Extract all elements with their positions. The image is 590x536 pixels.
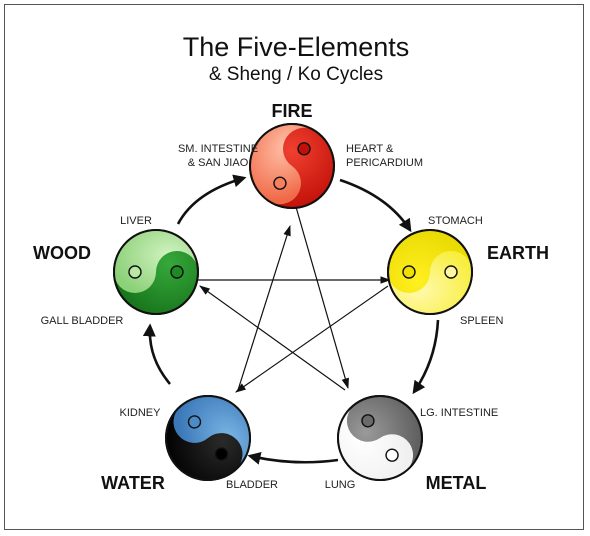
ko-line-metal-to-wood xyxy=(199,285,346,391)
element-name-fire: FIRE xyxy=(271,101,312,121)
arrow-earth-to-metal xyxy=(412,319,440,395)
organ-label-spleen: SPLEEN xyxy=(460,315,503,327)
fire-yin-yang-icon xyxy=(249,123,335,209)
organ-label-liver: LIVER xyxy=(120,215,152,227)
water-yin-yang-icon xyxy=(165,395,251,481)
organ-label-sm-intestine: SM. INTESTINE xyxy=(178,143,258,155)
organ-label-gall-bladder: GALL BLADDER xyxy=(41,315,124,327)
organ-label-lg-intestine: LG. INTESTINE xyxy=(420,407,498,419)
organ-label-lung: LUNG xyxy=(325,479,356,491)
arrow-fire-to-earth xyxy=(339,178,412,233)
arrow-water-to-wood xyxy=(142,323,171,385)
ko-line-water-to-fire xyxy=(237,224,291,391)
organ-label-bladder: BLADDER xyxy=(226,479,278,491)
wood-yin-yang-icon xyxy=(113,229,199,315)
organ-label-san-jiao: & SAN JIAO xyxy=(188,157,249,169)
ko-line-earth-to-water xyxy=(235,285,389,393)
element-name-metal: METAL xyxy=(426,473,487,493)
element-name-earth: EARTH xyxy=(487,243,549,263)
metal-yin-yang-icon xyxy=(337,395,423,481)
element-name-wood: WOOD xyxy=(33,243,91,263)
arrow-metal-to-water xyxy=(247,451,339,465)
earth-yin-yang-icon xyxy=(387,229,473,315)
organ-label-kidney: KIDNEY xyxy=(120,407,162,419)
sheng-cycle-arrows xyxy=(142,174,440,465)
organ-label-stomach: STOMACH xyxy=(428,215,483,227)
arrow-wood-to-fire xyxy=(176,174,247,225)
ko-cycle-star xyxy=(198,199,392,393)
element-name-water: WATER xyxy=(101,473,165,493)
organ-label-pericardium: PERICARDIUM xyxy=(346,157,423,169)
ko-line-fire-to-metal xyxy=(293,199,349,390)
diagram-subtitle: & Sheng / Ko Cycles xyxy=(209,64,383,85)
diagram-title: The Five-Elements xyxy=(183,32,410,62)
diagram-frame xyxy=(4,4,584,530)
organ-label-heart: HEART & xyxy=(346,143,394,155)
